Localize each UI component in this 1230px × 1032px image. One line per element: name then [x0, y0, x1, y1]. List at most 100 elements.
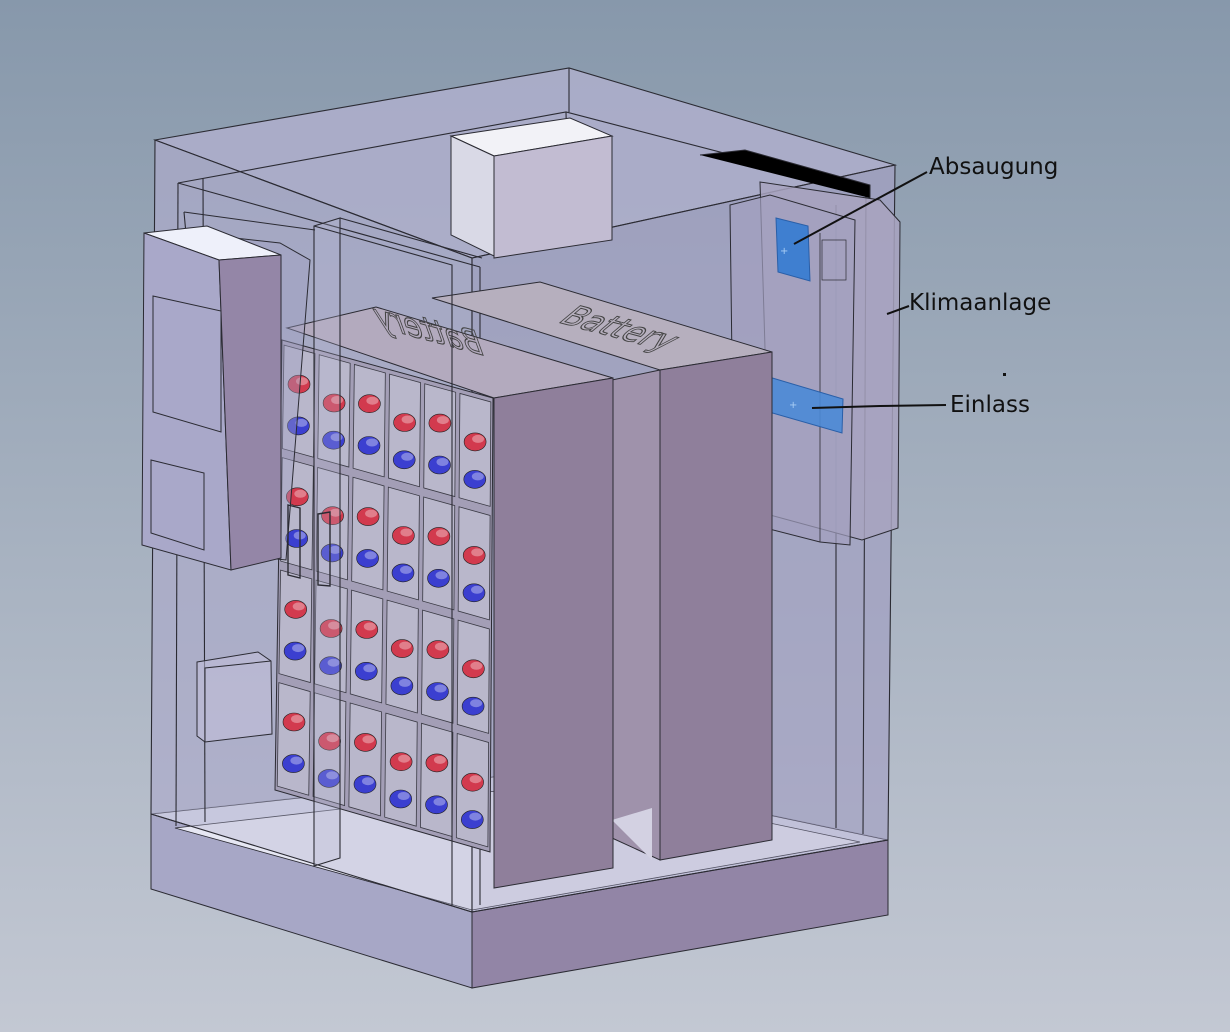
positive-terminal: [427, 527, 451, 546]
negative-terminal: [462, 583, 486, 603]
positive-terminal: [354, 733, 377, 752]
terminal-highlight: [470, 699, 483, 708]
terminal-highlight: [398, 678, 411, 687]
negative-terminal: [354, 661, 378, 681]
terminal-highlight: [471, 548, 484, 557]
stray-dot: [1003, 373, 1006, 376]
terminal-highlight: [365, 509, 378, 518]
terminal-highlight: [292, 602, 305, 611]
terminal-highlight: [398, 754, 411, 763]
terminal-highlight: [363, 622, 376, 631]
label-einlass: Einlass: [950, 392, 1030, 418]
terminal-highlight: [400, 565, 412, 574]
positive-terminal: [461, 772, 484, 792]
positive-terminal: [318, 731, 341, 751]
battery-cell: [278, 569, 313, 684]
terminal-highlight: [435, 571, 448, 580]
negative-terminal: [390, 676, 414, 696]
positive-terminal: [426, 640, 450, 659]
positive-terminal: [319, 619, 343, 638]
battery-cell: [423, 383, 457, 498]
battery-rack-back: [431, 281, 773, 861]
positive-terminal: [390, 639, 414, 658]
battery-cell: [352, 363, 386, 478]
terminal-highlight: [469, 775, 482, 784]
terminal-highlight: [472, 434, 485, 443]
terminal-highlight: [436, 458, 449, 466]
positive-terminal: [425, 753, 449, 773]
positive-terminal: [462, 546, 486, 565]
terminal-highlight: [328, 621, 341, 630]
negative-terminal: [425, 795, 448, 815]
negative-terminal: [460, 810, 484, 829]
negative-terminal: [282, 754, 305, 773]
terminal-highlight: [397, 792, 410, 800]
terminal-highlight: [292, 644, 305, 653]
label-absaugung: Absaugung: [929, 154, 1059, 180]
negative-terminal: [319, 656, 342, 676]
terminal-highlight: [329, 508, 342, 517]
negative-terminal: [428, 455, 451, 475]
battery-cell: [421, 609, 455, 724]
terminal-highlight: [399, 641, 412, 650]
terminal-highlight: [326, 771, 339, 780]
positive-terminal: [463, 432, 487, 452]
positive-terminal: [282, 712, 306, 732]
terminal-highlight: [366, 438, 378, 447]
negative-terminal: [285, 529, 309, 548]
positive-terminal: [392, 526, 415, 545]
terminal-highlight: [362, 735, 375, 744]
negative-terminal: [357, 436, 381, 455]
terminal-highlight: [434, 642, 447, 651]
exhaust-vent: +: [775, 217, 811, 282]
terminal-highlight: [294, 489, 307, 498]
negative-terminal: [391, 563, 415, 583]
terminal-highlight: [470, 661, 483, 670]
terminal-highlight: [401, 415, 414, 424]
negative-terminal: [322, 430, 345, 450]
terminal-highlight: [433, 755, 446, 764]
negative-terminal: [463, 470, 487, 489]
battery-cell: [276, 682, 311, 796]
positive-terminal: [393, 413, 416, 432]
door-frames: [183, 211, 483, 906]
control-cabinet: [141, 225, 331, 587]
junction-box: [196, 651, 273, 743]
terminal-highlight: [400, 528, 413, 537]
negative-terminal: [392, 450, 416, 470]
battery-cell: [420, 722, 454, 838]
terminal-highlight: [364, 551, 377, 560]
terminal-highlight: [469, 812, 482, 821]
terminal-highlight: [326, 734, 339, 743]
callout-leaders: [793, 171, 947, 409]
terminal-highlight: [290, 756, 303, 765]
label-klimaanlage: Klimaanlage: [909, 290, 1052, 316]
negative-terminal: [356, 549, 379, 568]
negative-terminal: [283, 641, 307, 661]
positive-terminal: [321, 506, 344, 526]
terminal-highlight: [471, 585, 483, 594]
positive-terminal: [462, 659, 485, 679]
svg-text:+: +: [789, 400, 797, 411]
terminal-highlight: [434, 684, 447, 693]
positive-terminal: [356, 507, 380, 526]
battery-cell: [349, 589, 384, 704]
terminal-highlight: [295, 418, 308, 427]
terminal-highlight: [296, 377, 308, 386]
terminal-highlight: [433, 797, 446, 806]
positive-terminal: [355, 620, 379, 639]
battery-cell: [422, 496, 456, 611]
roof-unit: [449, 117, 614, 259]
terminal-highlight: [363, 664, 376, 673]
terminal-highlight: [366, 396, 379, 405]
terminal-highlight: [436, 416, 449, 425]
battery-cell: [348, 702, 382, 817]
positive-terminal: [428, 413, 452, 433]
negative-terminal: [389, 789, 413, 809]
positive-terminal: [389, 752, 413, 772]
terminal-highlight: [329, 545, 342, 554]
negative-terminal: [287, 416, 310, 436]
negative-terminal: [461, 696, 485, 716]
negative-terminal: [426, 682, 449, 701]
